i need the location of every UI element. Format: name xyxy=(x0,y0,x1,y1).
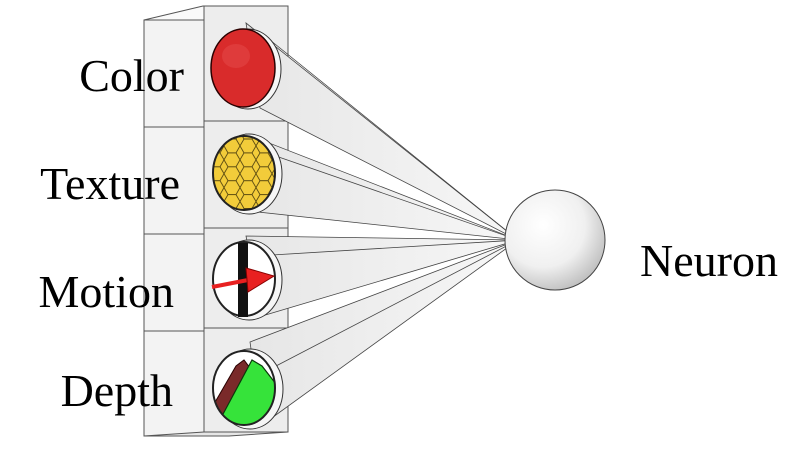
depth-surfaces-icon xyxy=(213,349,283,429)
label-depth: Depth xyxy=(61,368,173,414)
label-motion: Motion xyxy=(39,269,174,315)
label-neuron: Neuron xyxy=(640,238,778,284)
red-circle-icon xyxy=(211,29,281,109)
neuron-sphere xyxy=(505,190,605,290)
label-texture: Texture xyxy=(40,161,180,207)
label-color: Color xyxy=(79,53,184,99)
